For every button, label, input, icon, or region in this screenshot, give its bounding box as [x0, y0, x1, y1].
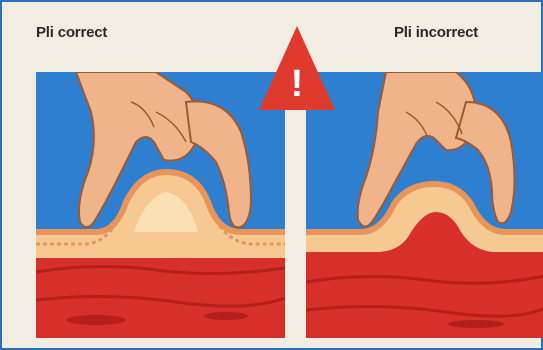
- warning-triangle-icon: !: [257, 24, 337, 112]
- panel-title-incorrect: Pli incorrect: [394, 24, 478, 41]
- muscle-layer: [36, 247, 285, 338]
- panel-title-correct: Pli correct: [36, 24, 107, 41]
- incorrect-fold-drawing: [306, 72, 543, 338]
- correct-fold-drawing: [36, 72, 285, 338]
- warning-exclamation: !: [291, 63, 304, 105]
- panel-incorrect-fold: [306, 72, 543, 338]
- panel-correct-fold: [36, 72, 285, 338]
- warning-triangle: !: [257, 24, 337, 117]
